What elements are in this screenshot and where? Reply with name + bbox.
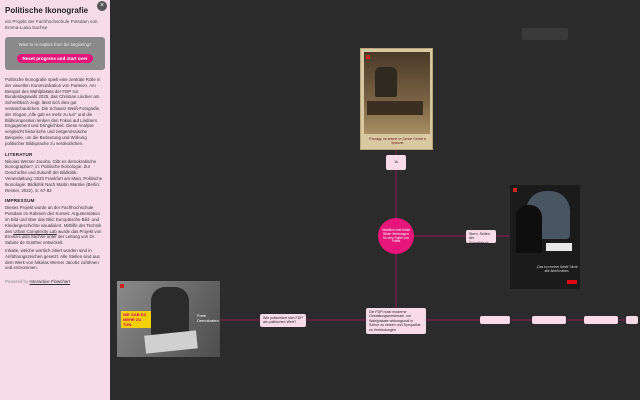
- fdp-image-node[interactable]: NIE GAB ES MEHR ZU TUN. Freie Demokraten: [117, 281, 220, 357]
- flag-icon: [366, 55, 370, 59]
- powered-prefix: Powered by: [5, 279, 29, 285]
- restart-question: Want to re-explore from the beginning?: [18, 42, 92, 47]
- powered-by: Powered by Interactive Flowchart: [5, 279, 105, 284]
- close-icon[interactable]: ×: [97, 1, 107, 11]
- stalin-scene: [364, 52, 430, 134]
- interactive-flowchart-link[interactable]: Interactive Flowchart: [29, 279, 70, 285]
- fdp-brand: Freie Demokraten: [197, 313, 219, 323]
- impressum-heading: IMPRESSUM: [5, 198, 35, 204]
- literatur-text: Nikolas Werner Jacobs, Gibt es demokrati…: [5, 158, 103, 193]
- impressum-text-1: Dieses Projekt wurde an der Fachhochschu…: [5, 205, 102, 234]
- stalin-image-node[interactable]: Я вождь на земле от Белое Селое в Кремле: [360, 48, 433, 150]
- laptop-shape: [546, 243, 572, 251]
- node-chain-4[interactable]: [626, 316, 638, 324]
- node-top-small[interactable]: 1k: [386, 155, 406, 170]
- person-figure: [516, 205, 542, 253]
- stalin-caption: Я вождь на земле от Белое Селое в Кремле: [369, 137, 426, 145]
- page-subtitle: ein Projekt der Fachhochschule Potsdam v…: [5, 19, 98, 30]
- urban-complexity-lab-link[interactable]: Urban Complexity Lab: [13, 228, 57, 234]
- sidebar: × Politische Ikonografie ein Projekt der…: [0, 0, 110, 400]
- flag-icon: [120, 284, 124, 288]
- minimap-box: [522, 28, 568, 40]
- stalin-figure: [375, 67, 397, 97]
- node-chain-2[interactable]: [532, 316, 566, 324]
- node-chain-1[interactable]: [480, 316, 510, 324]
- restart-panel: Want to re-explore from the beginning? R…: [5, 37, 105, 70]
- node-middle-bottom[interactable]: Die FDP nutzt moderne Gestaltungsmerkmal…: [366, 308, 426, 334]
- intro-text: Politische Ikonografie spielt eine zentr…: [5, 77, 101, 146]
- node-left-bottom[interactable]: Wie präsentiert sich FDP als politischen…: [260, 314, 306, 327]
- literatur-heading: LITERATUR: [5, 151, 33, 157]
- impressum-text: Dieses Projekt wurde an der Fachhochschu…: [5, 205, 105, 246]
- impressum-text-2: wurde das Projekt von Emma-Luisa Sachse …: [5, 228, 102, 246]
- spd-image-node[interactable]: „Das tun meiner Arbeit" Nicht alle Arbei…: [510, 185, 580, 289]
- flag-icon: [513, 188, 517, 192]
- impressum-note: Inhalte, welche wörtlich zitiert wurden …: [5, 247, 100, 271]
- page-title: Politische Ikonografie: [5, 6, 89, 15]
- center-node[interactable]: Inhaltlich sind beide Bilder Werbungen f…: [378, 218, 414, 254]
- fdp-slogan: NIE GAB ES MEHR ZU TUN.: [121, 311, 151, 328]
- spd-logo: [567, 280, 577, 284]
- lindner-figure: [151, 287, 189, 337]
- node-chain-3[interactable]: [584, 316, 618, 324]
- node-right-top[interactable]: Stern, Seiten der Schreibtisch: [466, 230, 496, 245]
- spd-quote: „Das tun meiner Arbeit" Nicht alle Arbei…: [536, 265, 578, 273]
- desk-shape: [367, 101, 423, 115]
- reset-progress-button[interactable]: Reset progress and start over: [17, 54, 93, 63]
